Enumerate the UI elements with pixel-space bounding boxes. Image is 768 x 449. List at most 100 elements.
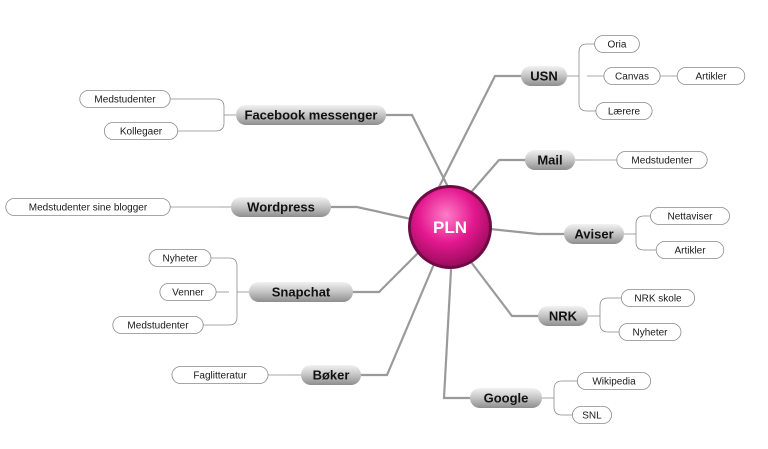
leaf-usn-laerere[interactable]: Lærere (595, 102, 653, 120)
leaf-usn-laerere-shape (595, 102, 653, 120)
leaf-google-wikipedia-shape (576, 372, 652, 390)
leaf-usn-canvas-label: Canvas (615, 72, 649, 83)
topic-usn-label: USN (530, 69, 557, 84)
topic-aviser[interactable]: Aviser (564, 224, 624, 244)
topic-google-pill (470, 388, 542, 408)
topic-facebook[interactable]: Facebook messenger (236, 105, 386, 125)
twig-spine-google (553, 380, 563, 416)
leaf-usn-canvas-artikler-shape (676, 67, 746, 85)
twig-spine-usn (578, 43, 588, 112)
branch-facebook (380, 113, 449, 187)
leaf-aviser-artikler[interactable]: Artikler (655, 241, 725, 259)
leaf-facebook-kollegaer-shape (103, 122, 179, 140)
leaf-facebook-medstudenter-shape (79, 90, 171, 108)
topic-boker[interactable]: Bøker (301, 365, 361, 385)
center-node-circle (411, 188, 489, 266)
topic-boker-label: Bøker (313, 368, 350, 383)
leaf-snapchat-venner-label: Venner (172, 288, 204, 299)
topic-google[interactable]: Google (470, 388, 542, 408)
leaf-google-snl[interactable]: SNL (572, 406, 612, 424)
leaf-snapchat-nyheter-label: Nyheter (162, 254, 198, 265)
leaf-boker-faglitteratur-shape (171, 366, 269, 384)
leaf-usn-oria-shape (594, 35, 640, 53)
topic-mail-label: Mail (537, 153, 562, 168)
leaf-snapchat-nyheter-shape (148, 249, 212, 267)
topic-snapchat-pill (249, 282, 353, 302)
leaf-usn-canvas-artikler-label: Artikler (695, 72, 727, 83)
topic-nrk-label: NRK (549, 309, 578, 324)
leaf-usn-laerere-label: Lærere (608, 107, 641, 118)
topic-nrk[interactable]: NRK (538, 306, 588, 326)
leaf-mail-medstudenter[interactable]: Medstudenter (616, 151, 708, 169)
topic-mail-pill (525, 150, 575, 170)
center-node[interactable]: PLN (408, 185, 492, 269)
topic-snapchat[interactable]: Snapchat (249, 282, 353, 302)
leaf-google-wikipedia-label: Wikipedia (592, 377, 636, 388)
leaf-google-wikipedia[interactable]: Wikipedia (576, 372, 652, 390)
leaf-wordpress-medstudenter-sine-blogger-shape (5, 198, 171, 216)
leaf-snapchat-medstudenter-label: Medstudenter (127, 321, 189, 332)
branch-aviser (488, 227, 570, 236)
leaf-aviser-nettaviser-label: Nettaviser (667, 212, 713, 223)
branch-lines (325, 74, 570, 400)
topic-mail[interactable]: Mail (525, 150, 575, 170)
leaf-facebook-kollegaer[interactable]: Kollegaer (103, 122, 179, 140)
leaf-nrk-nrk-skole-shape (620, 289, 696, 307)
topic-wordpress-pill (231, 197, 331, 217)
branch-google (442, 268, 476, 400)
leaf-aviser-artikler-shape (655, 241, 725, 259)
twig-spine-aviser (635, 215, 645, 251)
topic-boker-pill (301, 365, 361, 385)
leaf-snapchat-venner[interactable]: Venner (159, 283, 217, 301)
leaf-mail-medstudenter-shape (616, 151, 708, 169)
topic-usn-pill (521, 66, 567, 86)
topic-google-label: Google (484, 391, 529, 406)
twig-spine-nrk (599, 297, 609, 333)
leaf-aviser-nettaviser-shape (650, 207, 730, 225)
topic-aviser-label: Aviser (574, 227, 613, 242)
leaf-usn-canvas[interactable]: Canvas (603, 67, 661, 85)
leaf-connectors (170, 43, 678, 416)
leaf-nrk-nyheter-label: Nyheter (632, 328, 668, 339)
leaf-snapchat-medstudenter-shape (112, 316, 204, 334)
leaf-snapchat-medstudenter[interactable]: Medstudenter (112, 316, 204, 334)
leaf-snapchat-venner-shape (159, 283, 217, 301)
leaf-facebook-medstudenter-label: Medstudenter (94, 95, 156, 106)
leaf-usn-oria[interactable]: Oria (594, 35, 640, 53)
branch-usn (437, 74, 527, 189)
branch-wordpress (325, 205, 413, 221)
topic-wordpress-label: Wordpress (247, 200, 315, 215)
leaf-facebook-medstudenter[interactable]: Medstudenter (79, 90, 171, 108)
leaf-nrk-nyheter[interactable]: Nyheter (618, 323, 682, 341)
twig-spine-facebook (215, 98, 225, 132)
topic-wordpress[interactable]: Wordpress (231, 197, 331, 217)
topic-facebook-pill (236, 105, 386, 125)
leaf-snapchat-nyheter[interactable]: Nyheter (148, 249, 212, 267)
topic-nrk-pill (538, 306, 588, 326)
leaf-wordpress-medstudenter-sine-blogger[interactable]: Medstudenter sine blogger (5, 198, 171, 216)
branch-snapchat (347, 247, 424, 294)
leaf-usn-oria-label: Oria (608, 40, 627, 51)
topic-snapchat-label: Snapchat (272, 285, 331, 300)
twig-spine-snapchat (228, 257, 238, 326)
leaf-google-snl-shape (572, 406, 612, 424)
center-node-label: PLN (433, 218, 467, 237)
leaf-aviser-artikler-label: Artikler (674, 246, 706, 257)
topic-usn[interactable]: USN (521, 66, 567, 86)
branch-mail (464, 158, 531, 200)
branch-nrk (469, 260, 544, 318)
leaf-usn-canvas-artikler[interactable]: Artikler (676, 67, 746, 85)
leaf-nrk-nrk-skole[interactable]: NRK skole (620, 289, 696, 307)
leaf-usn-canvas-shape (603, 67, 661, 85)
leaf-boker-faglitteratur[interactable]: Faglitteratur (171, 366, 269, 384)
leaf-aviser-nettaviser[interactable]: Nettaviser (650, 207, 730, 225)
leaf-mail-medstudenter-label: Medstudenter (631, 156, 693, 167)
topic-facebook-label: Facebook messenger (245, 108, 378, 123)
leaf-nrk-nrk-skole-label: NRK skole (634, 294, 682, 305)
leaf-wordpress-medstudenter-sine-blogger-label: Medstudenter sine blogger (29, 203, 148, 214)
leaf-boker-faglitteratur-label: Faglitteratur (193, 371, 247, 382)
leaf-facebook-kollegaer-label: Kollegaer (120, 127, 163, 138)
